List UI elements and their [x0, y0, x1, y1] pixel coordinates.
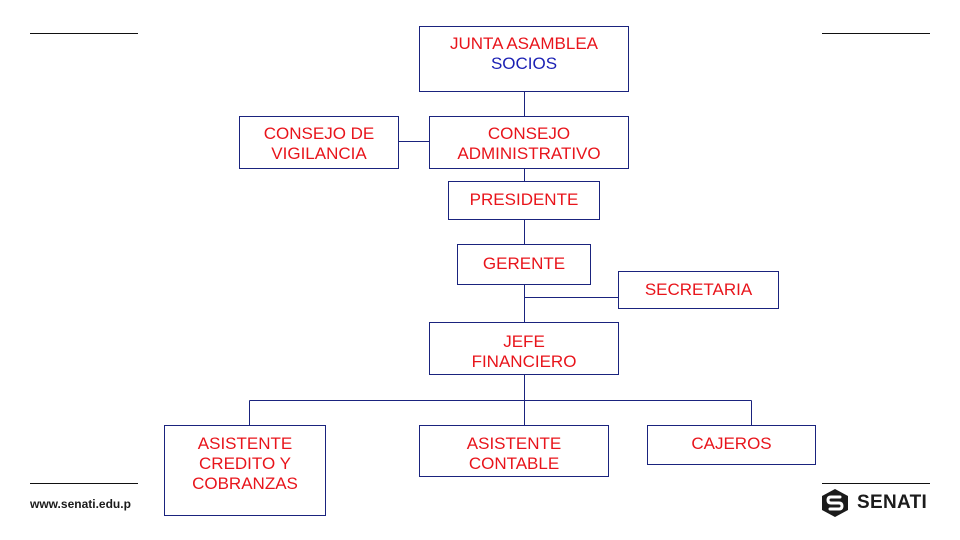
- consejo-vigilancia-line2: VIGILANCIA: [271, 144, 367, 163]
- cajeros-label: CAJEROS: [691, 434, 772, 453]
- box-consejo-vigilancia: CONSEJO DE VIGILANCIA: [239, 116, 399, 169]
- box-junta-asamblea: JUNTA ASAMBLEA SOCIOS: [419, 26, 629, 92]
- senati-logo: SENATI: [820, 488, 932, 518]
- asistente-contable-line1: ASISTENTE: [466, 434, 562, 453]
- secretaria-label: SECRETARIA: [644, 280, 753, 299]
- senati-logo-icon: [822, 489, 848, 517]
- jefe-financiero-line2: FINANCIERO: [471, 352, 577, 371]
- consejo-vigilancia-line1: CONSEJO DE: [263, 124, 375, 143]
- consejo-administrativo-line2: ADMINISTRATIVO: [457, 144, 601, 163]
- asistente-credito-line2: CREDITO Y: [199, 454, 291, 473]
- asistente-credito-line3: COBRANZAS: [192, 474, 298, 493]
- top-right-rule: [822, 33, 930, 34]
- box-jefe-financiero: JEFE FINANCIERO: [429, 322, 619, 375]
- bottom-right-rule: [822, 483, 930, 484]
- junta-line2: SOCIOS: [490, 54, 558, 73]
- asistente-contable-line2: CONTABLE: [468, 454, 560, 473]
- box-presidente: PRESIDENTE: [448, 181, 600, 220]
- jefe-financiero-line1: JEFE: [503, 332, 545, 351]
- asistente-credito-line1: ASISTENTE: [197, 434, 293, 453]
- gerente-label: GERENTE: [482, 254, 566, 273]
- box-cajeros: CAJEROS: [647, 425, 816, 465]
- box-asistente-contable: ASISTENTE CONTABLE: [419, 425, 609, 477]
- top-left-rule: [30, 33, 138, 34]
- bottom-left-rule: [30, 483, 138, 484]
- junta-line1: JUNTA ASAMBLEA: [449, 34, 598, 53]
- footer-url[interactable]: www.senati.edu.p: [30, 497, 131, 511]
- box-consejo-administrativo: CONSEJO ADMINISTRATIVO: [429, 116, 629, 169]
- consejo-administrativo-line1: CONSEJO: [487, 124, 571, 143]
- box-gerente: GERENTE: [457, 244, 591, 285]
- senati-logo-text: SENATI: [857, 492, 928, 513]
- presidente-label: PRESIDENTE: [469, 190, 579, 209]
- box-asistente-credito: ASISTENTE CREDITO Y COBRANZAS: [164, 425, 326, 516]
- box-secretaria: SECRETARIA: [618, 271, 779, 309]
